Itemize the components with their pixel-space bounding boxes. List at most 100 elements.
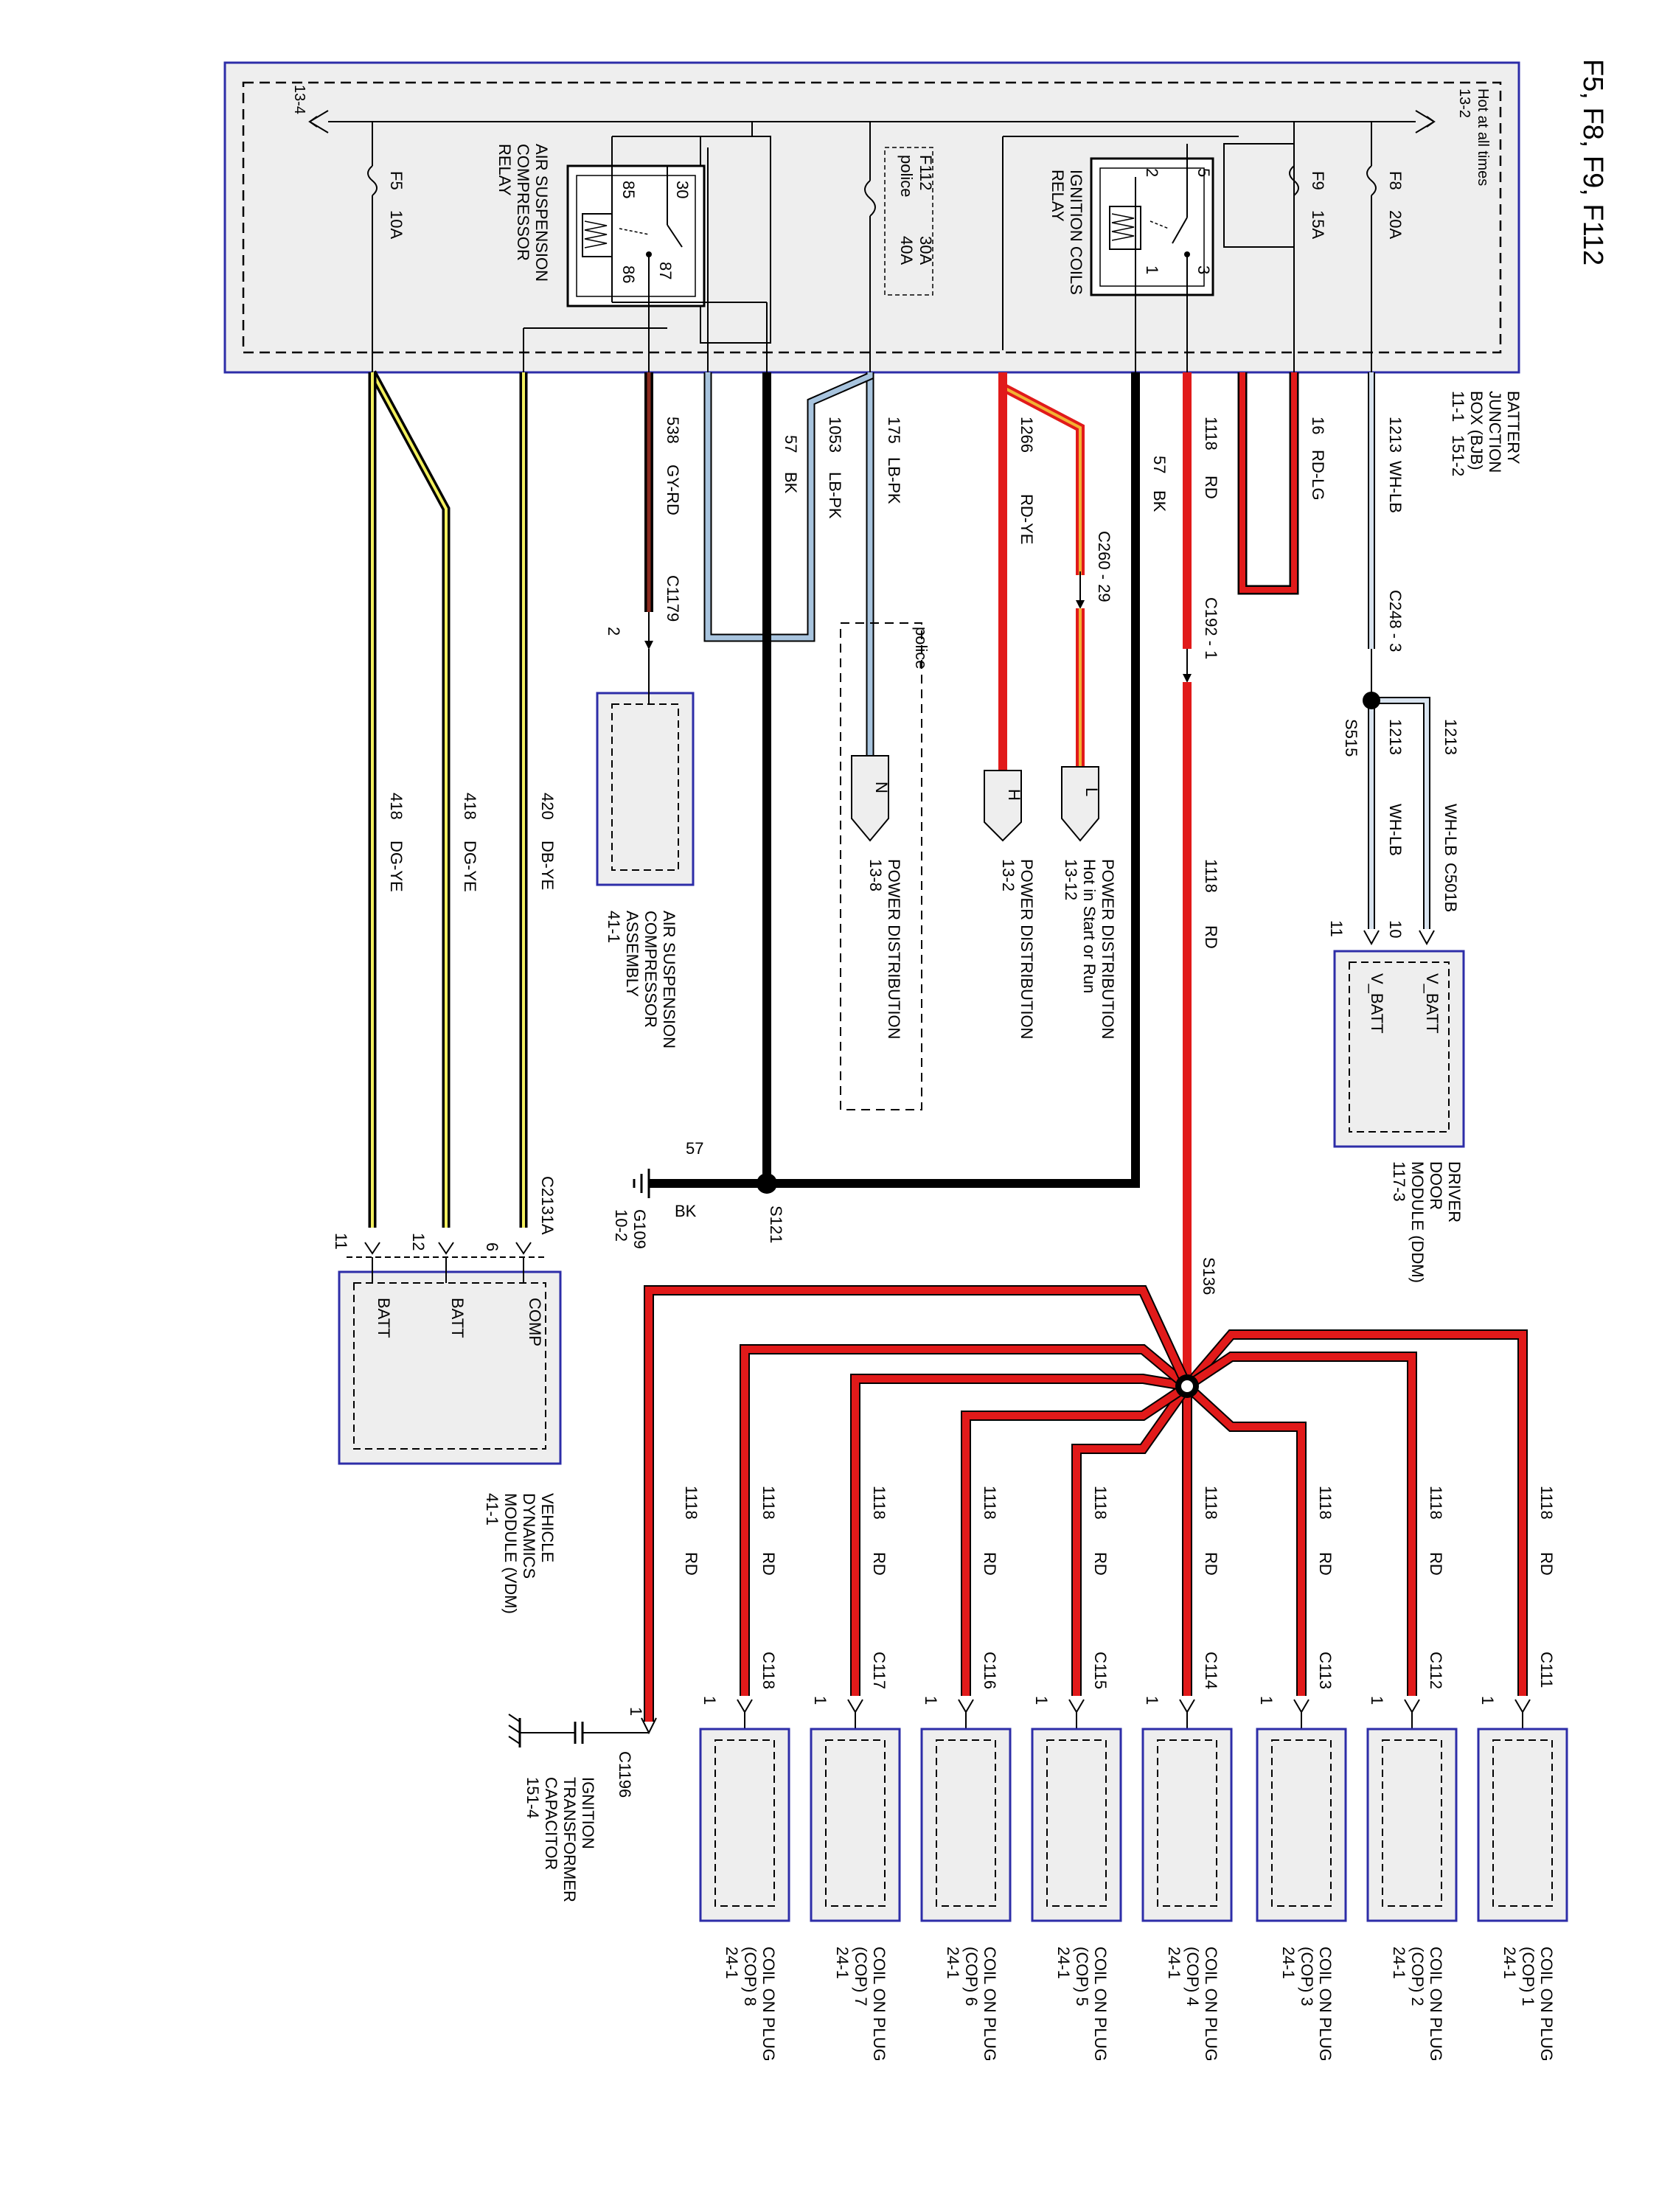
hot-ref: 13-2: [1456, 88, 1472, 118]
c1179-pin-2: 2: [605, 627, 623, 636]
fuse-f5: [367, 122, 378, 372]
coil-connector-pin: 1: [1257, 1696, 1276, 1705]
ign-relay-name-2: RELAY: [1048, 170, 1067, 222]
capacitor-name-1: IGNITION: [579, 1777, 597, 1849]
wire-418b-num: 418: [387, 793, 406, 820]
coil-ref: 24-1: [723, 1947, 741, 1979]
vdm-name-3: MODULE (VDM): [501, 1493, 520, 1614]
wire-1118-color: RD: [1202, 476, 1220, 499]
ground-ref: 10-2: [612, 1209, 630, 1242]
coil-module-box: [1031, 1728, 1122, 1922]
coil-wire: [1184, 1383, 1305, 1696]
wire-1053: [703, 372, 874, 642]
coil-connector: C116: [981, 1652, 999, 1689]
coil-wire-num: 1118: [1427, 1486, 1445, 1520]
fuse-f9-rating: 15A: [1309, 210, 1327, 239]
fuse-f8-rating: 20A: [1386, 210, 1405, 239]
coil-wire-num: 1118: [1202, 1486, 1220, 1520]
splice-s136: S136: [1200, 1257, 1218, 1295]
coil-ref: 24-1: [1279, 1947, 1298, 1979]
wire-1053-color: LB-PK: [826, 472, 844, 519]
coil-wire-num: 1118: [1091, 1486, 1110, 1520]
connector-arrow-icon: [1404, 1699, 1420, 1714]
wire-57g-num: 57: [686, 1139, 703, 1158]
wire-57-color: BK: [1150, 490, 1169, 512]
coil-connector: C118: [759, 1652, 778, 1689]
coil-module-box: [699, 1728, 790, 1922]
coil-wire-num: 1118: [1537, 1486, 1556, 1520]
relay-coil-icon: [582, 213, 613, 257]
coil-module-box: [1141, 1728, 1233, 1922]
coil-name: COIL ON PLUG: [759, 1947, 778, 2062]
coil-wire-num: 1118: [759, 1486, 778, 1520]
air-assy-name-2: COMPRESSOR: [641, 911, 660, 1028]
coil-wire-outline: [1071, 1382, 1192, 1696]
fuse-f112-id: F112: [917, 155, 935, 191]
fuse-icon: [864, 180, 876, 217]
coil-module-box: [1477, 1728, 1568, 1922]
coil-modules: [699, 1728, 1568, 1922]
ddm-ref: 117-3: [1390, 1161, 1408, 1202]
bjb-ref-1: 11-1: [1449, 391, 1467, 422]
pd-l-text: POWER DISTRIBUTION: [1099, 859, 1117, 1039]
coil-connector: C115: [1091, 1652, 1110, 1689]
wire-c260: [998, 372, 1085, 767]
ddm-pin-v-batt-2: V_BATT: [1368, 973, 1386, 1034]
coil-wire-color: RD: [1202, 1552, 1220, 1576]
wire-57g-color: BK: [675, 1202, 697, 1220]
coil-connector-pin: 1: [1368, 1696, 1386, 1705]
connector-arrow-icon: [1293, 1699, 1310, 1714]
connector-c1179: C1179: [664, 575, 682, 622]
wire-175-num: 175: [885, 417, 903, 444]
wire-1213-color-b: WH-LB: [1386, 804, 1405, 856]
coil-name: COIL ON PLUG: [870, 1947, 888, 2062]
wire-418-a: [369, 370, 451, 1228]
air-relay-pin-87: 87: [656, 262, 675, 279]
vdm-name-1: VEHICLE: [538, 1493, 557, 1562]
coil-wire-num: 1118: [870, 1486, 888, 1520]
capacitor-symbol: [508, 1714, 649, 1747]
pd-terminal-n: [851, 755, 889, 842]
air-assy-ref: 41-1: [605, 911, 623, 943]
wire-1118-color-b: RD: [1202, 925, 1220, 949]
coil-wire-num: 1118: [1316, 1486, 1335, 1520]
wire-1213-num-c: 1213: [1441, 719, 1460, 755]
coil-wire-outline: [850, 1374, 1189, 1696]
bjb-label-line2: JUNCTION: [1486, 391, 1504, 473]
hot-bus-arrow-icon: [1415, 110, 1436, 133]
coil-wire: [1184, 1331, 1526, 1696]
coil-name-2: (COP) 6: [962, 1947, 981, 2006]
coil-connector-pin: 1: [922, 1696, 940, 1705]
connector-arrow-icon: [1068, 1699, 1085, 1714]
pd-h-ref: 13-2: [999, 859, 1018, 891]
ign-relay-pin-5: 5: [1194, 168, 1213, 177]
splice-s515-dot: [1363, 692, 1380, 709]
c501b-pin-10: 10: [1386, 920, 1405, 938]
connector-c248: C248 - 3: [1386, 590, 1405, 652]
coil-module-box: [810, 1728, 901, 1922]
coil-connector: C113: [1316, 1652, 1335, 1689]
c1196-pin: 1: [627, 1707, 645, 1716]
wire-57-ign: [763, 372, 1140, 1188]
connector-c260: C260 - 29: [1095, 531, 1113, 602]
coil-ref: 24-1: [1054, 1947, 1073, 1979]
coil-connector-pin: 1: [1143, 1696, 1161, 1705]
cap-wire-num: 1118: [682, 1486, 700, 1520]
coil-connector: C114: [1202, 1652, 1220, 1689]
fuse-f9-id: F9: [1309, 171, 1327, 190]
c2131a-pin-6: 6: [483, 1242, 501, 1251]
air-relay-pin-86: 86: [619, 265, 638, 283]
capacitor-name-2: TRANSFORMER: [560, 1777, 579, 1902]
connector-c2131a: C2131A: [538, 1176, 557, 1235]
coil-wire-outline: [1183, 1329, 1528, 1696]
coil-wire-color: RD: [981, 1552, 999, 1576]
fuse-icon: [367, 165, 378, 196]
ign-relay-pin-3: 3: [1194, 265, 1213, 274]
coil-name: COIL ON PLUG: [1537, 1947, 1556, 2062]
bjb-ref-2: 151-2: [1449, 435, 1467, 476]
coil-wire-num: 1118: [981, 1486, 999, 1520]
coil-name: COIL ON PLUG: [1091, 1947, 1110, 2062]
wire-538-color: GY-RD: [664, 465, 682, 515]
fuse-f112-rating-1: 30A: [917, 236, 935, 265]
coil-module-box: [1366, 1728, 1458, 1922]
